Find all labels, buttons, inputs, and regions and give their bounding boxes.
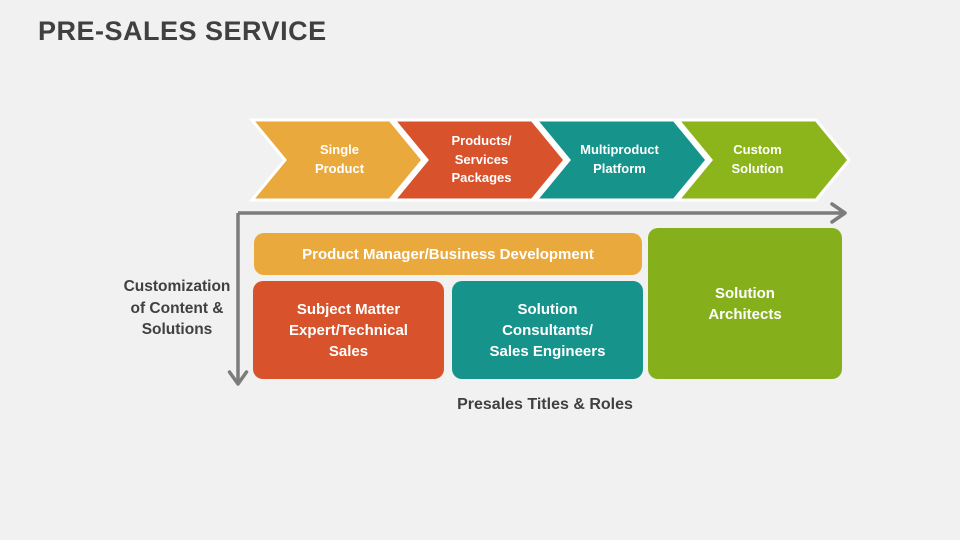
chevron-label-single-product: Single Product — [314, 142, 365, 176]
role-label-product-manager: Product Manager/Business Development — [302, 245, 594, 263]
chevron-custom-solution — [674, 118, 851, 202]
chevron-label-products-services-packages: Products/ Services Packages — [451, 132, 512, 186]
role-box-product-manager: Product Manager/Business Development — [254, 233, 642, 275]
role-label-solution-architects: Solution Architects — [708, 284, 782, 323]
role-box-solution-consultants: Solution Consultants/ Sales Engineers — [452, 281, 643, 379]
role-box-solution-architects: Solution Architects — [648, 228, 842, 379]
role-label-solution-consultants: Solution Consultants/ Sales Engineers — [489, 300, 606, 360]
page-title: PRE-SALES SERVICE — [38, 16, 327, 46]
down-arrowhead-icon — [227, 370, 249, 386]
axis-arrows-graphic — [227, 202, 847, 386]
role-box-subject-matter-expert: Subject Matter Expert/Technical Sales — [253, 281, 444, 379]
right-arrowhead-icon — [830, 202, 847, 224]
chevron-label-custom-solution: Custom Solution — [731, 142, 784, 176]
chevron-multiproduct-platform — [532, 118, 709, 202]
diagram-caption: Presales Titles & Roles — [457, 396, 633, 413]
role-label-subject-matter-expert: Subject Matter Expert/Technical Sales — [289, 300, 408, 360]
chevron-flow-graphic — [248, 118, 851, 202]
chevron-single-product — [248, 118, 425, 202]
chevron-label-multiproduct-platform: Multiproduct Platform — [580, 142, 659, 176]
chevron-products-services-packages — [390, 118, 567, 202]
vertical-axis-label: Customization of Content & Solutions — [123, 278, 231, 338]
